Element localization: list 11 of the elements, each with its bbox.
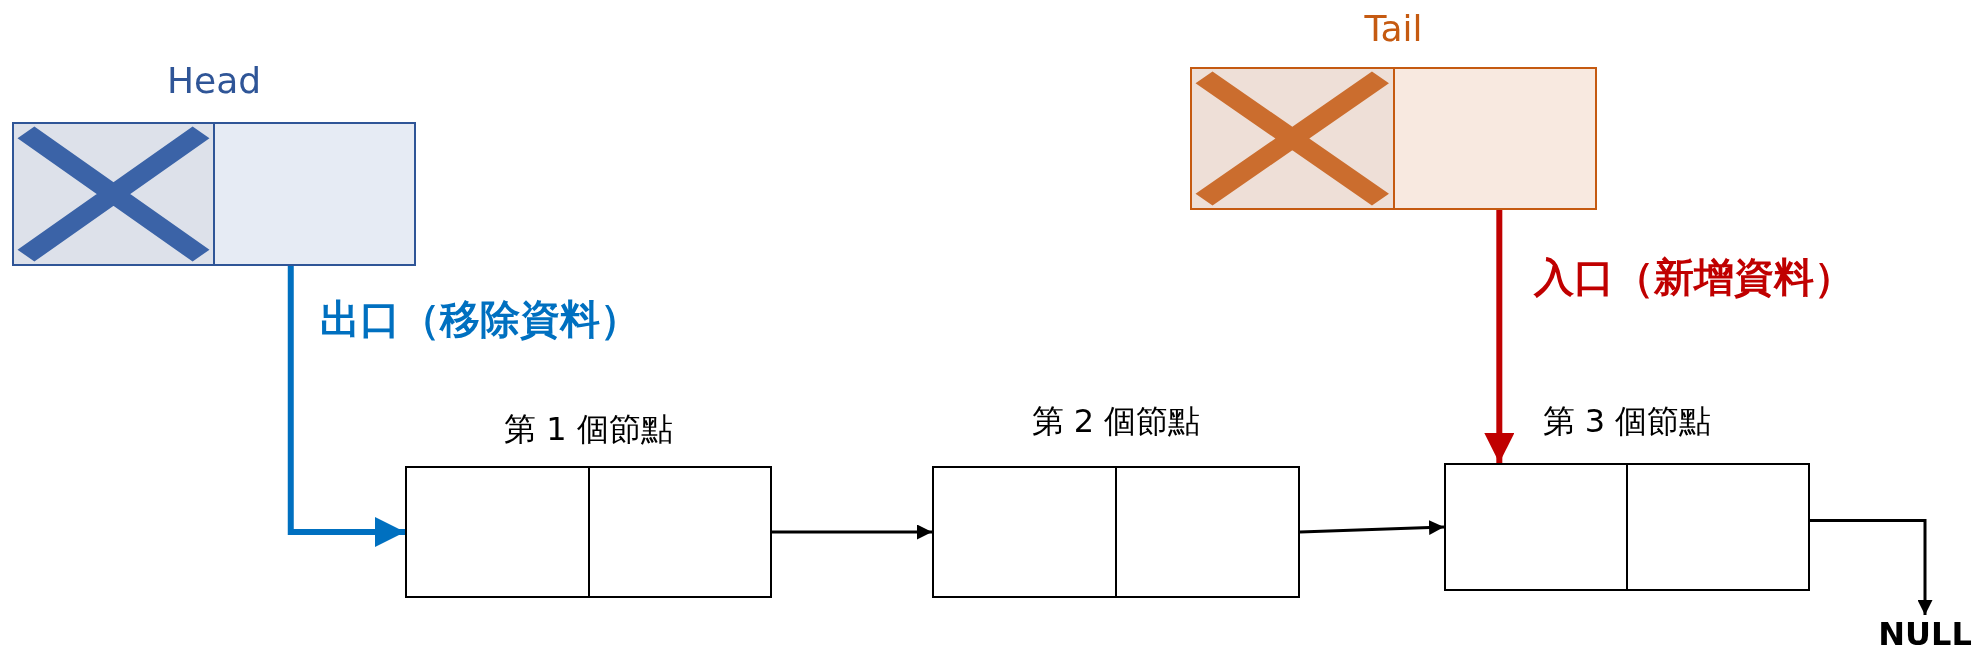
arrow xyxy=(772,524,932,540)
arrow xyxy=(1810,519,1933,615)
node-label: 第 2 個節點 xyxy=(1030,401,1202,442)
node-label: 第 3 個節點 xyxy=(1541,401,1713,442)
pointer-label: Tail xyxy=(1363,8,1424,49)
arrow xyxy=(287,266,405,547)
null-label: NULL xyxy=(1877,615,1973,653)
arrow xyxy=(1484,210,1515,463)
arrow xyxy=(1299,520,1445,535)
pointer-label: Head xyxy=(165,60,263,101)
node-label: 第 1 個節點 xyxy=(503,409,674,450)
